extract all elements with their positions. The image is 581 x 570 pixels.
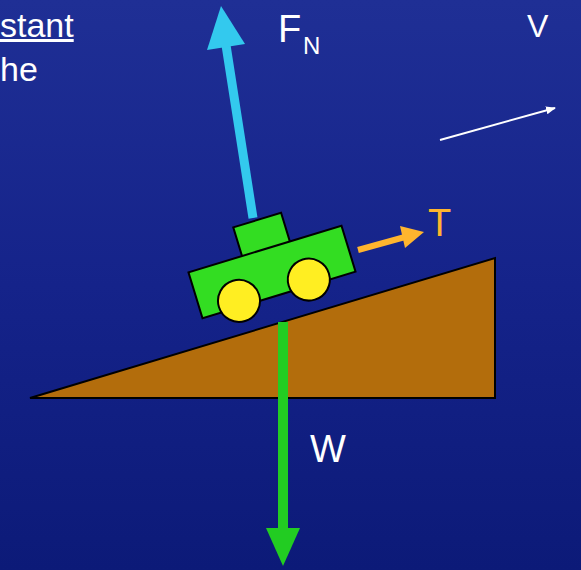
force-subscript: N [303, 34, 320, 58]
velocity-arrow [440, 108, 555, 140]
force-label: T [428, 204, 451, 242]
weight-arrow [266, 322, 300, 566]
slide-text: stant [0, 8, 74, 42]
normal-force-arrow [207, 6, 253, 218]
force-label: F [278, 10, 301, 48]
force-label: W [310, 430, 346, 468]
slide-text: he [0, 52, 38, 86]
cart [180, 197, 360, 333]
tension-arrow [358, 226, 424, 250]
velocity-label: V [527, 10, 548, 42]
